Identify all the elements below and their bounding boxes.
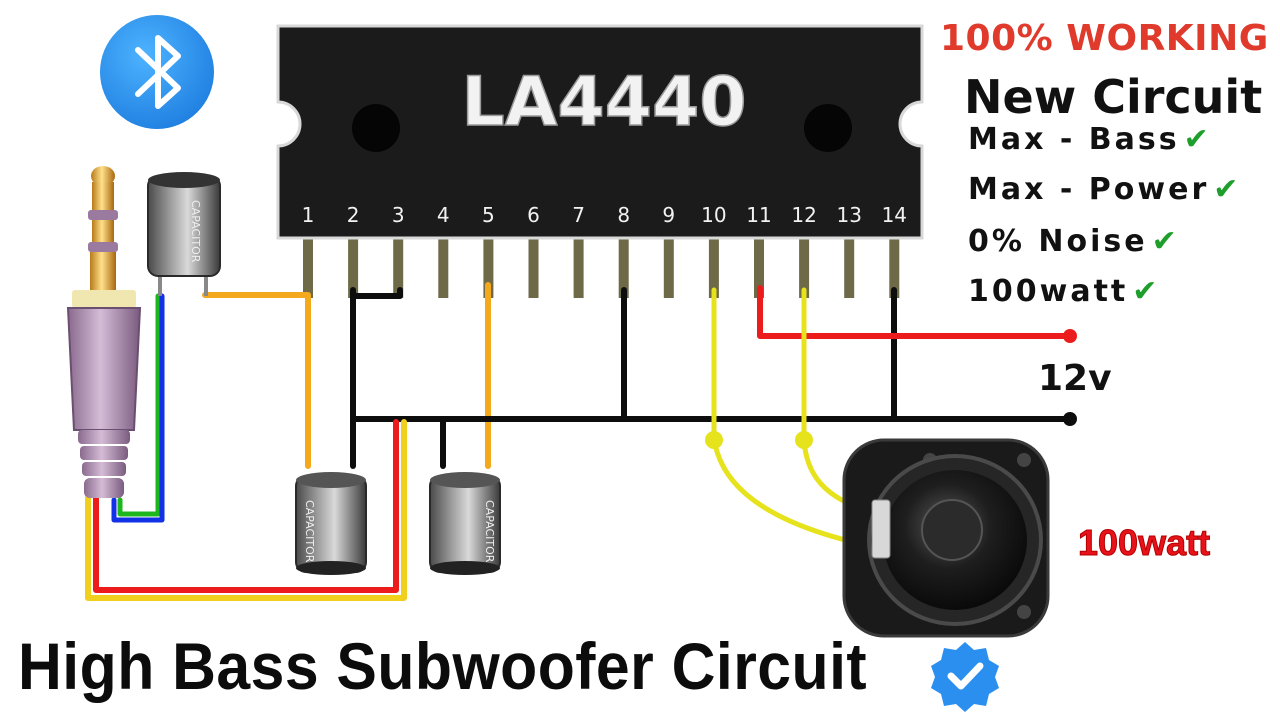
feature-text: Max - Power xyxy=(968,172,1210,207)
supply-voltage-label: 12v xyxy=(1038,358,1112,399)
wire-input-yellow xyxy=(85,419,407,601)
chip-pin xyxy=(708,236,719,298)
feature-item: Max - Bass✔ xyxy=(968,122,1209,157)
feature-item: Max - Power✔ xyxy=(968,172,1238,207)
chip-pin-number: 6 xyxy=(527,203,540,227)
chip-pin-number: 3 xyxy=(392,203,405,227)
junction-pin10 xyxy=(705,431,723,449)
wire-orange-pin1 xyxy=(202,292,311,469)
bluetooth-icon xyxy=(100,15,214,129)
speaker-icon xyxy=(842,438,1050,638)
chip-pin-number: 8 xyxy=(617,203,630,227)
chip-mount-hole-right xyxy=(804,104,852,152)
checkmark-icon: ✔ xyxy=(1183,122,1209,157)
junction-pin12 xyxy=(795,431,813,449)
chip-pin-number: 9 xyxy=(662,203,675,227)
feature-text: 0% Noise xyxy=(968,224,1148,259)
chip-pin xyxy=(348,236,359,298)
wire-red-pin11 xyxy=(757,285,1073,339)
chip-pin xyxy=(483,236,494,298)
feature-text: 100watt xyxy=(968,274,1129,309)
checkmark-icon: ✔ xyxy=(1151,224,1177,259)
feature-text: Max - Bass xyxy=(968,122,1180,157)
checkmark-icon: ✔ xyxy=(1213,172,1239,207)
chip-pin-number: 4 xyxy=(437,203,450,227)
chip-pin xyxy=(844,236,855,298)
chip-pin-number: 11 xyxy=(746,203,771,227)
chip-pin xyxy=(618,236,629,298)
chip-pin xyxy=(754,236,764,298)
checkmark-icon: ✔ xyxy=(1132,274,1158,309)
svg-text:CAPACITOR: CAPACITOR xyxy=(303,500,316,563)
speaker-power-label: 100watt xyxy=(1077,522,1211,564)
chip-pins xyxy=(303,236,900,298)
chip-pin xyxy=(799,236,810,298)
chip-pin-number: 14 xyxy=(882,203,907,227)
heading-new-circuit: New Circuit xyxy=(964,70,1263,124)
svg-text:CAPACITOR: CAPACITOR xyxy=(483,500,496,563)
page-title: High Bass Subwoofer Circuit xyxy=(18,629,868,703)
chip-pin xyxy=(438,236,449,298)
chip-pin xyxy=(393,236,404,298)
chip-pin-number: 1 xyxy=(302,203,315,227)
wire-input-red xyxy=(93,419,399,593)
chip-pin xyxy=(663,236,674,298)
working-badge: 100% WORKING xyxy=(940,18,1269,59)
terminal-ground xyxy=(1063,412,1077,426)
svg-text:CAPACITOR: CAPACITOR xyxy=(189,200,202,263)
capacitor-bottom-left: CAPACITOR xyxy=(295,472,367,575)
chip-pin-number: 2 xyxy=(347,203,360,227)
chip-body xyxy=(276,24,924,240)
verified-badge-icon xyxy=(931,642,999,712)
chip-pin-number: 13 xyxy=(836,203,861,227)
chip-pin-number: 12 xyxy=(791,203,816,227)
feature-item: 0% Noise✔ xyxy=(968,224,1177,259)
capacitor-bottom-right: CAPACITOR xyxy=(429,472,501,575)
chip-pin xyxy=(889,236,900,298)
wire-input-blue xyxy=(111,293,165,523)
capacitor-top: CAPACITOR xyxy=(147,172,221,296)
chip-pin-number: 10 xyxy=(701,203,726,227)
chip-pin xyxy=(303,236,313,298)
chip-pin xyxy=(573,236,584,298)
wiring xyxy=(85,282,1073,601)
terminal-12v-positive xyxy=(1063,329,1077,343)
wire-input-green xyxy=(117,293,161,517)
feature-item: 100watt✔ xyxy=(968,274,1157,309)
audio-jack-icon xyxy=(66,166,142,498)
chip-label: LA4440 xyxy=(461,63,746,142)
chip-pin xyxy=(528,236,539,298)
chip-mount-hole-left xyxy=(352,104,400,152)
chip-pin-number: 7 xyxy=(572,203,585,227)
chip-pin-number: 5 xyxy=(482,203,495,227)
wire-black-pin2-3 xyxy=(350,287,403,299)
